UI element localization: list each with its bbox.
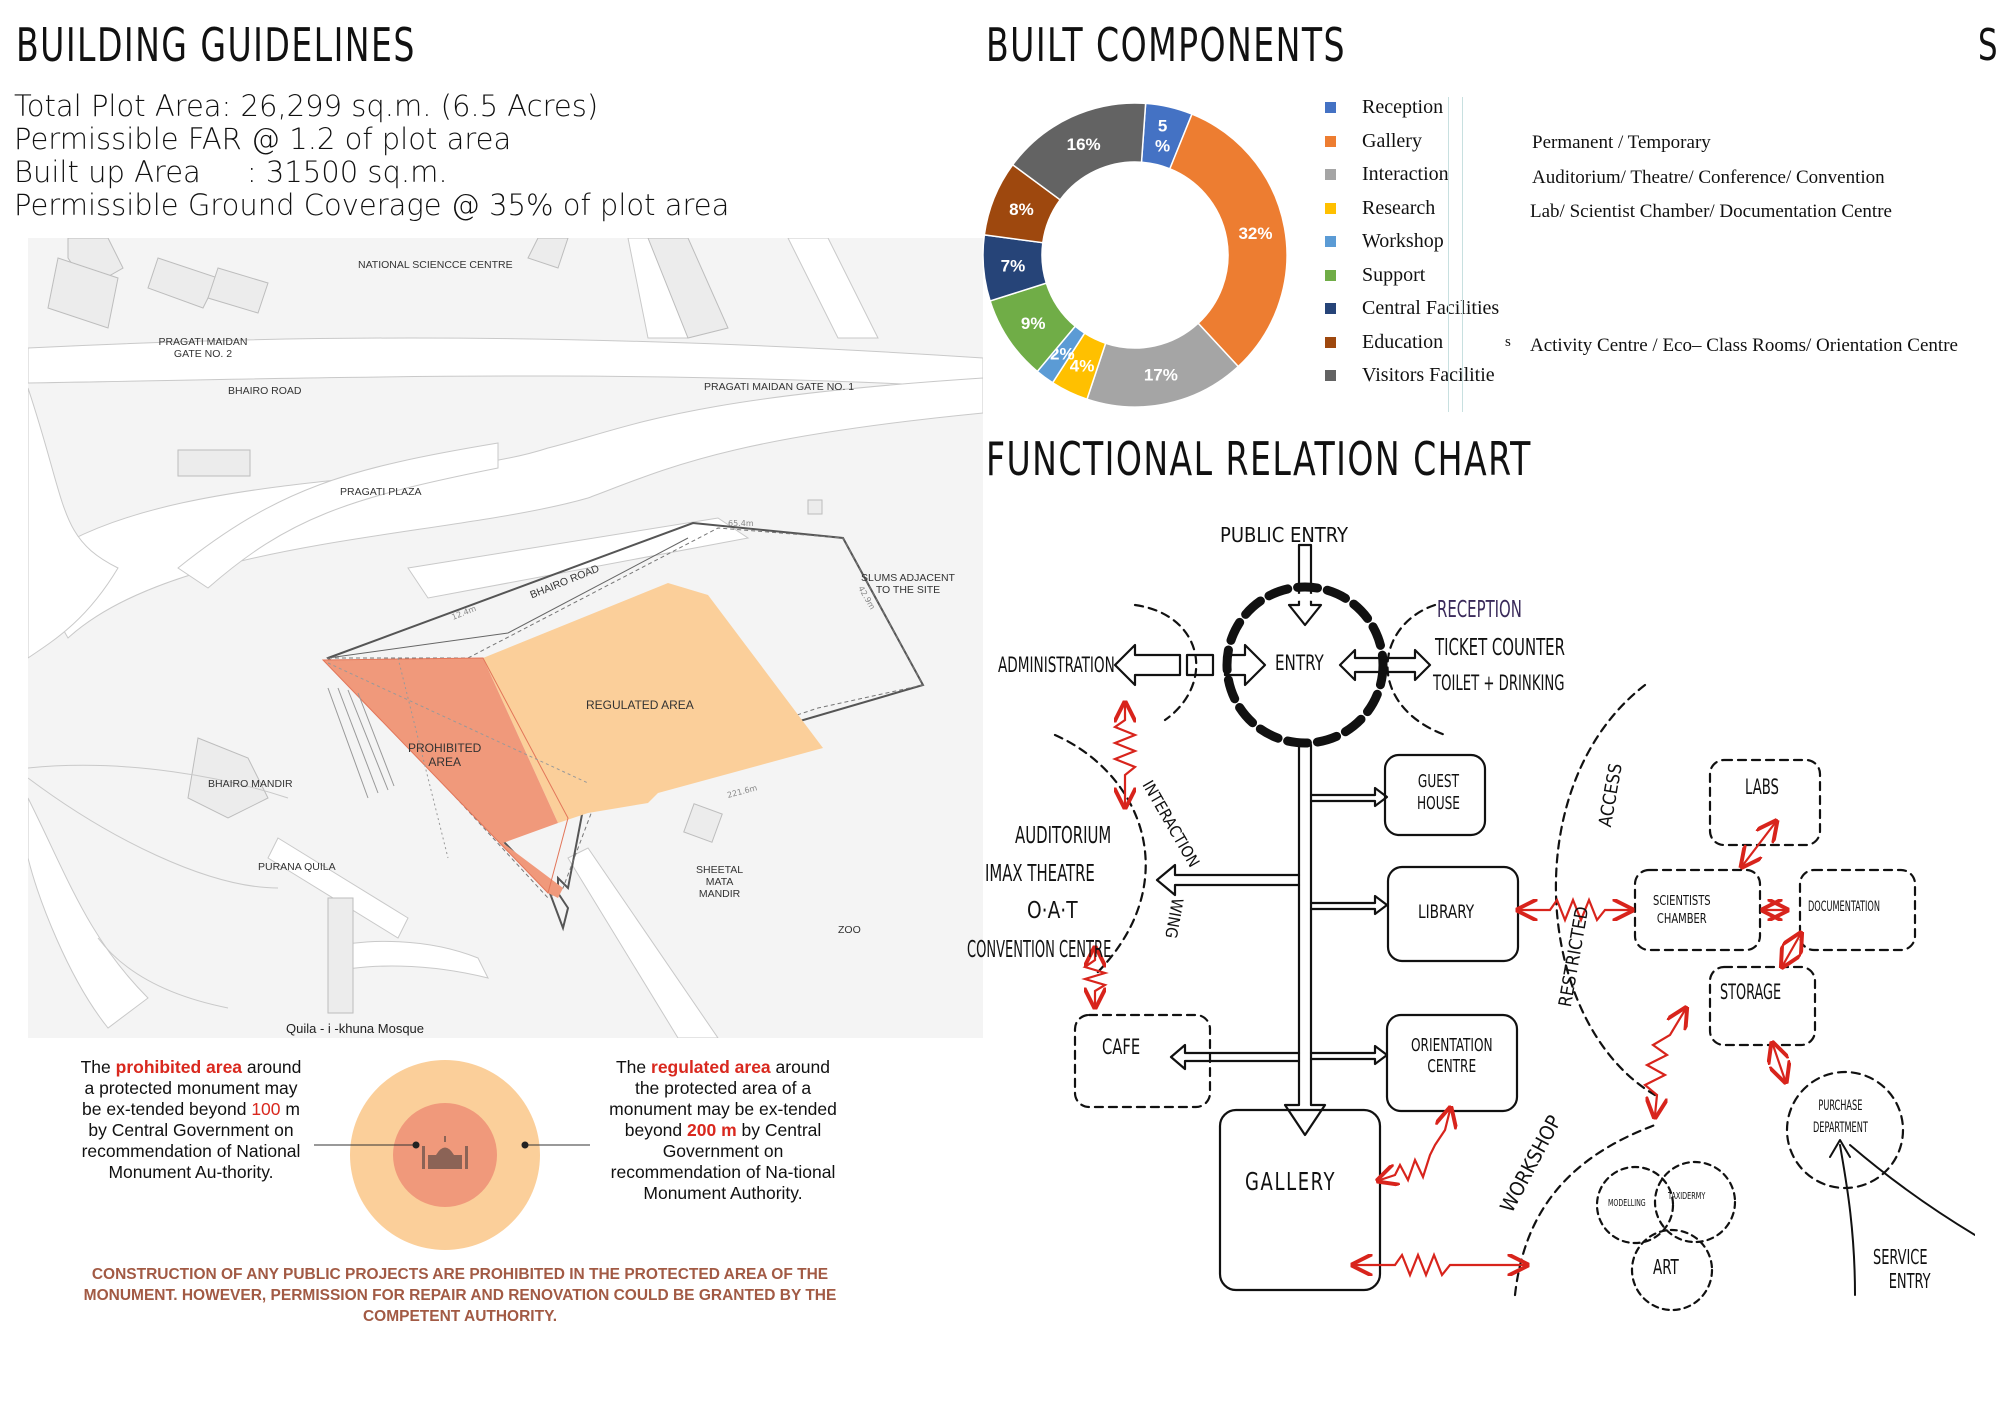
toilet-drinking-label: TOILET + DRINKING [1433,671,1565,695]
protection-zones-diagram [300,1060,590,1250]
administration-label: ADMINISTRATION [998,653,1115,677]
gallery-note: Permanent / Temporary [1532,132,1711,153]
legend-item-support: Support [1325,259,1499,293]
library-label: LIBRARY [1418,901,1475,923]
modelling-label: MODELLING [1608,1198,1646,1209]
taxidermy-label: TAXIDERMY [1668,1191,1706,1202]
regulated-area-note: The regulated area around the protected … [609,1057,837,1203]
storage-label: STORAGE [1720,980,1782,1004]
donut-label-visitors-facilities: 16% [1067,135,1101,154]
reception-label: RECEPTION [1437,597,1522,623]
map-label-nsc: NATIONAL SCIENCCE CENTRE [358,259,513,271]
donut-slice-gallery [1168,113,1288,368]
documentation-label: DOCUMENTATION [1808,899,1880,915]
guideline-built-up: Built up Area : 31500 sq.m. [14,155,448,189]
legend-item-research: Research [1325,192,1499,226]
built-components-donut-chart: 5%32%17%4%2%9%7%8%16% [975,95,1295,415]
auditorium-label: AUDITORIUM [1015,823,1112,849]
map-label-bhairo-mandir: BHAIRO MANDIR [208,778,293,790]
legend-swatch [1325,336,1336,348]
research-note: Lab/ Scientist Chamber/ Documentation Ce… [1530,201,1892,222]
legend-item-education: Education [1325,326,1499,360]
legend-swatch [1325,370,1336,382]
map-label-bhairo-road-1: BHAIRO ROAD [228,385,302,397]
map-label-regulated: REGULATED AREA [586,698,694,712]
legend-swatch [1325,102,1336,114]
legend-item-reception: Reception [1325,91,1499,125]
public-entry-label: PUBLIC ENTRY [1220,523,1348,547]
convention-centre-label: CONVENTION CENTRE [967,937,1112,963]
donut-label-support: 9% [1021,314,1046,333]
donut-label-central-facilities: 7% [1001,257,1026,276]
donut-svg: 5%32%17%4%2%9%7%8%16% [982,102,1288,408]
map-label-purana-quila: PURANA QUILA [258,861,336,873]
donut-label-education: 8% [1009,200,1034,219]
legend-swatch [1325,202,1336,214]
building-guidelines-heading: BUILDING GUIDELINES [16,18,416,72]
oat-label: O·A·T [1027,898,1078,924]
functional-relation-heading: FUNCTIONAL RELATION CHART [986,432,1532,486]
legend-divider-2 [1462,97,1463,412]
built-components-heading: BUILT COMPONENTS [986,18,1346,72]
donut-label-research: 4% [1070,356,1095,375]
relation-chart-drawing [1053,543,1976,1312]
legend-item-central-facilities: Central Facilities [1325,292,1499,326]
labs-label: LABS [1745,775,1779,799]
map-label-mosque: Quila - i -khuna Mosque [286,1021,425,1036]
donut-label-gallery: 32% [1238,224,1272,243]
map-label-plaza: PRAGATI PLAZA [340,486,422,498]
site-map: 12.4m 65.4m 42.9m 221.6m NATIONAL SCIENC… [27,237,984,1039]
map-label-gate1: PRAGATI MAIDAN GATE NO. 1 [704,381,855,393]
site-map-drawing: 12.4m 65.4m 42.9m 221.6m [27,237,984,1039]
legend-divider [1448,97,1449,412]
gallery-label: GALLERY [1245,1167,1337,1196]
donut-label-interaction: 17% [1144,366,1178,385]
legend-swatch [1325,269,1336,281]
ticket-counter-label: TICKET COUNTER [1435,635,1565,661]
guideline-plot-area: Total Plot Area: 26,299 sq.m. (6.5 Acres… [14,89,599,123]
map-label-zoo: ZOO [838,924,861,936]
legend-swatch [1325,303,1336,315]
cut-off-letter: S [1978,20,1998,71]
art-label: ART [1653,1255,1679,1279]
education-note: Activity Centre / Eco– Class Rooms/ Orie… [1530,335,1958,356]
prohibited-area-note: The prohibited area around a protected m… [80,1057,302,1182]
svg-text:65.4m: 65.4m [728,519,754,528]
legend-item-visitors-facilities: Visitors Facilitie [1325,359,1499,393]
guidelines-list: Total Plot Area: 26,299 sq.m. (6.5 Acres… [14,90,729,222]
chart-legend: Reception Gallery Interaction Research W… [1325,91,1499,393]
functional-relation-chart: PUBLIC ENTRY ENTRY ADMINISTRATION RECEPT… [935,505,1976,1325]
guideline-far: Permissible FAR @ 1.2 of plot area [14,122,512,156]
imax-theatre-label: IMAX THEATRE [985,861,1095,887]
legend-item-workshop: Workshop [1325,225,1499,259]
education-s: s [1505,334,1511,350]
legend-swatch [1325,169,1336,181]
legend-item-interaction: Interaction [1325,158,1499,192]
guideline-ground-coverage: Permissible Ground Coverage @ 35% of plo… [14,188,730,222]
cafe-label: CAFE [1102,1035,1141,1059]
legend-swatch [1325,236,1336,248]
donut-slice-visitors-facilities [1011,102,1147,201]
construction-warning: CONSTRUCTION OF ANY PUBLIC PROJECTS ARE … [83,1266,837,1325]
legend-swatch [1325,135,1336,147]
donut-label-reception: 5% [1155,117,1170,156]
legend-item-gallery: Gallery [1325,125,1499,159]
entry-label: ENTRY [1275,651,1324,675]
interaction-note: Auditorium/ Theatre/ Conference/ Convent… [1532,167,1885,188]
